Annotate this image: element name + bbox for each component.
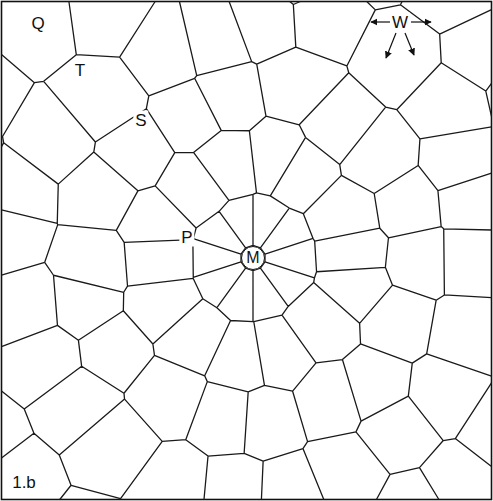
- arrow: [411, 21, 431, 22]
- arrow: [386, 33, 396, 58]
- cell-label: Q: [29, 14, 46, 33]
- figure-number: 1.b: [10, 473, 38, 492]
- cell-label: T: [73, 61, 87, 80]
- wall-label: W: [390, 13, 410, 32]
- cell-label: S: [133, 111, 148, 130]
- meristem-circle: M: [241, 246, 265, 270]
- cell-label: P: [179, 228, 194, 247]
- arrow: [371, 21, 390, 22]
- arrow: [405, 33, 414, 55]
- cell-label: M: [246, 250, 259, 266]
